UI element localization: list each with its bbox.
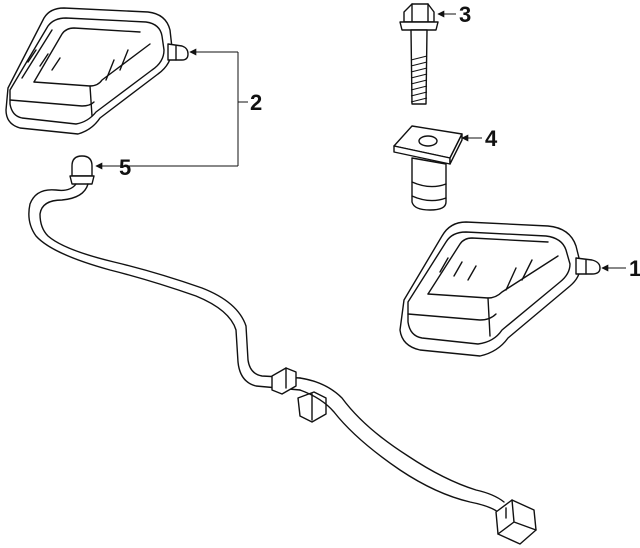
callout-4: 4 [485, 126, 498, 151]
callout-2: 2 [250, 90, 262, 115]
callout-3: 3 [459, 2, 471, 27]
bolt [399, 3, 439, 105]
leader-lines [95, 10, 626, 272]
clip-nut [393, 125, 463, 211]
lamp-housing-lower-right [399, 221, 601, 357]
callout-5: 5 [119, 155, 131, 180]
callout-1: 1 [629, 256, 640, 281]
lamp-housing-upper-left [5, 7, 189, 135]
wire-harness [28, 155, 537, 545]
